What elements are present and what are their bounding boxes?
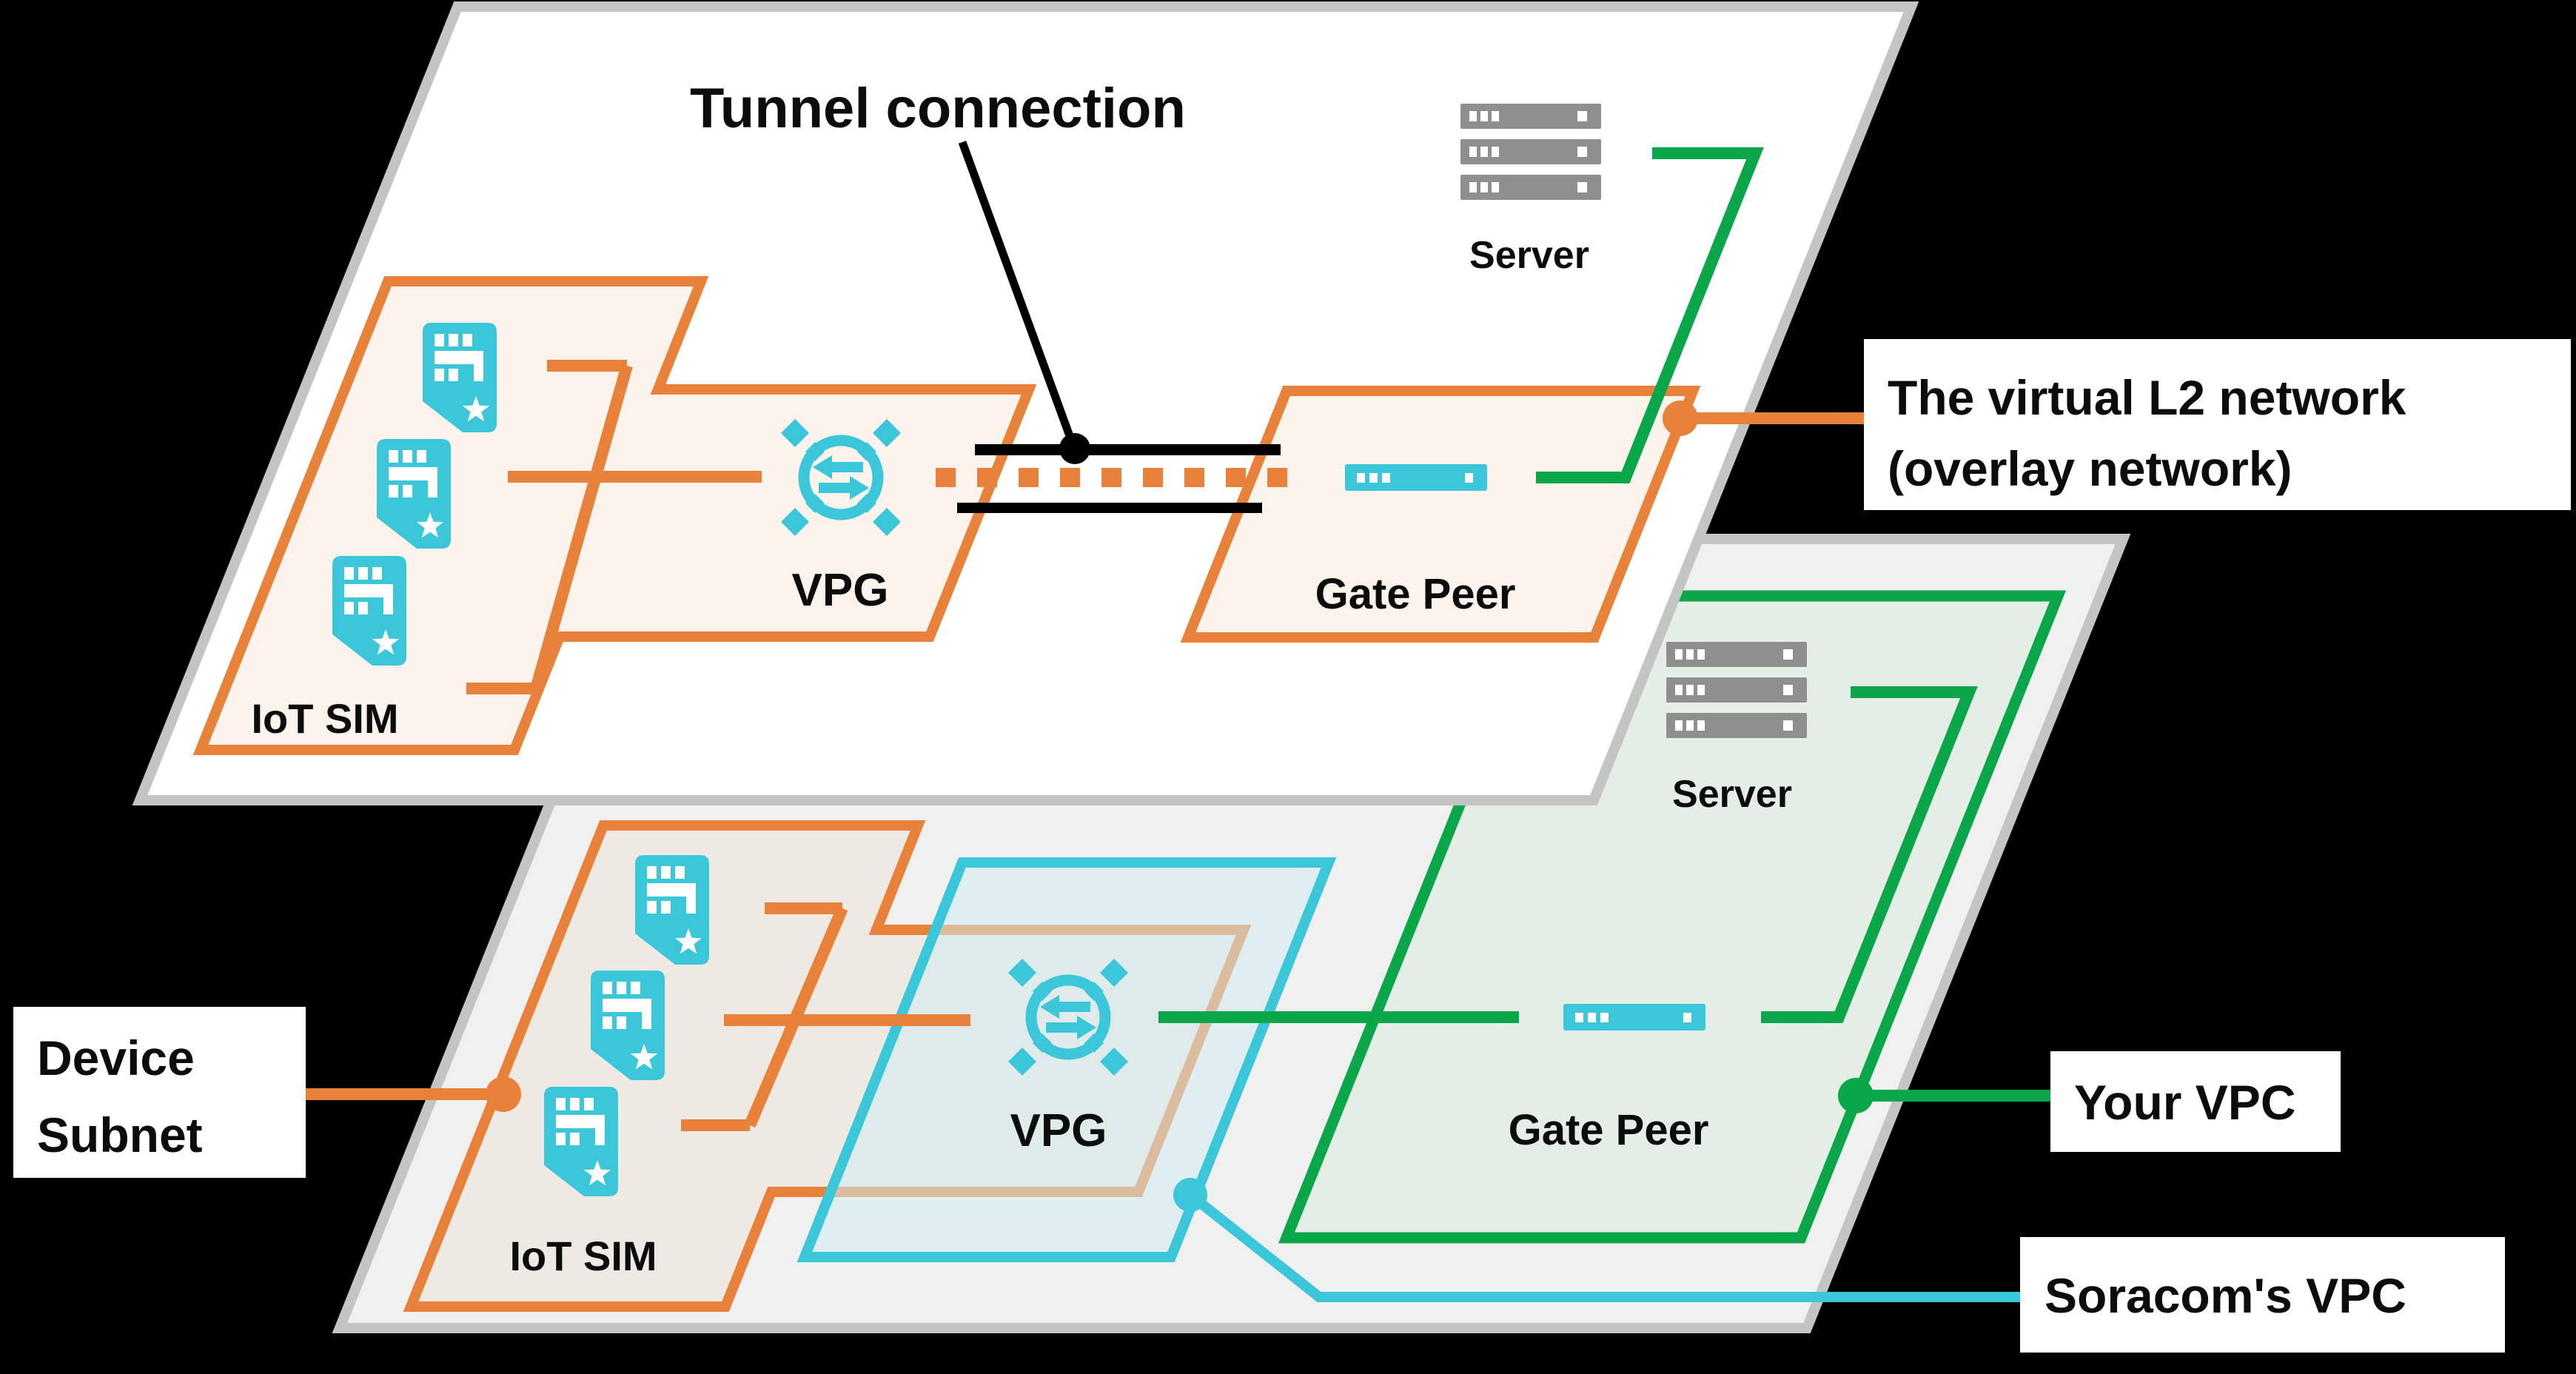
device-subnet-line2: Subnet <box>37 1107 203 1162</box>
top-vpg-label: VPG <box>792 565 889 616</box>
network-switch-icon <box>1563 1004 1705 1030</box>
soracom-vpc-callout-dot <box>1173 1178 1207 1212</box>
bottom-switch-server-link <box>1761 686 1978 1023</box>
your-vpc-callout-box <box>2050 1051 2341 1152</box>
soracom-vpc-label: Soracom's VPC <box>2045 1268 2406 1323</box>
top-gate-peer-area <box>1180 386 1701 643</box>
bottom-gate-peer-label: Gate Peer <box>1509 1106 1709 1154</box>
soracom-vpc-area <box>796 857 1337 1262</box>
bottom-server-label: Server <box>1672 773 1792 816</box>
server-stack-icon <box>1460 104 1601 200</box>
device-subnet-callout-dot <box>486 1076 521 1112</box>
device-subnet-line1: Device <box>37 1030 195 1085</box>
tunnel-pointer-line <box>958 141 1079 452</box>
top-switch-server-link <box>1536 147 1764 483</box>
tunnel-lower-bar <box>957 503 1262 513</box>
tunnel-dashes <box>936 468 1287 487</box>
bottom-vpg-label: VPG <box>1010 1105 1107 1156</box>
server-stack-icon <box>1666 642 1807 738</box>
tunnel-dashed-link <box>936 444 1287 513</box>
top-device-subnet-area <box>192 276 1037 755</box>
soracom-vpc-callout-box <box>2020 1237 2505 1353</box>
network-switch-icon <box>1345 464 1487 491</box>
bottom-iot-sim-label: IoT SIM <box>509 1233 657 1279</box>
top-iot-sim-label: IoT SIM <box>251 695 398 742</box>
top-gate-peer-label: Gate Peer <box>1315 570 1516 618</box>
l2-callout-box <box>1864 339 2571 510</box>
your-vpc-callout-dot <box>1838 1078 1874 1113</box>
l2-callout-line1: The virtual L2 network <box>1888 370 2406 425</box>
top-sim-bus <box>530 363 633 691</box>
tunnel-pointer-dot <box>1059 433 1090 464</box>
device-subnet-callout-box <box>13 1007 306 1178</box>
soracom-vpc-callout-line <box>1187 1190 2020 1302</box>
tunnel-connection-label: Tunnel connection <box>690 77 1186 140</box>
top-server-label: Server <box>1469 234 1589 277</box>
l2-callout-dot <box>1663 401 1698 436</box>
your-vpc-label: Your VPC <box>2074 1075 2295 1130</box>
l2-callout-line2: (overlay network) <box>1888 441 2292 496</box>
tunnel-upper-bar <box>975 444 1281 455</box>
